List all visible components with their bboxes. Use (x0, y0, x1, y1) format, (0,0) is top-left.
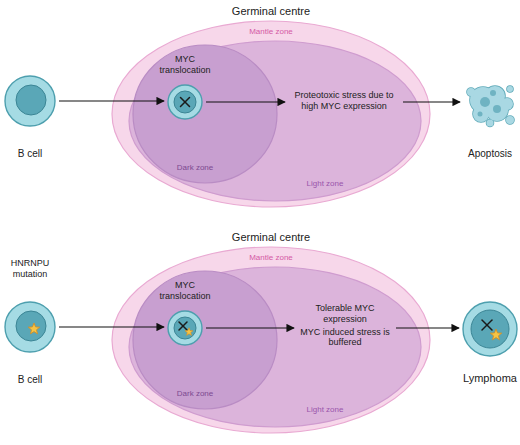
outcome-text-box: Proteotoxic stress due to high MYC expre… (288, 90, 400, 114)
zone-label: Light zone (285, 179, 365, 189)
cell-nucleus (471, 310, 509, 348)
apoptotic-fragment-outline (467, 88, 475, 96)
apoptotic-fragment (487, 120, 494, 127)
zone-label: Light zone (285, 405, 365, 415)
nuclear-fragment (480, 97, 490, 107)
dark-zone-ellipse-shape (133, 271, 277, 409)
mutation-star (185, 328, 193, 336)
apoptotic-fragment (467, 88, 475, 96)
germinal-centre: Germinal centreMantle zoneLight zoneDark… (111, 246, 431, 434)
mutation-star (490, 329, 501, 340)
apoptotic-fragment-outline (507, 86, 513, 92)
nuclear-fragment (478, 112, 483, 117)
nuclear-fragment (490, 90, 496, 96)
apoptotic-fragment (507, 86, 513, 92)
apoptotic-cell (463, 78, 517, 128)
panel-title: Germinal centre (171, 5, 371, 18)
zone-label: Mantle zone (221, 27, 321, 37)
light-zone: Light zoneDark zoneMYC translocationProt… (128, 40, 422, 202)
outcome-text-box: Tolerable MYC expressionMYC induced stre… (297, 303, 393, 349)
translocation-mark (179, 322, 187, 330)
light-zone-ellipse-shape (129, 41, 421, 201)
apoptotic-fragment (473, 106, 489, 122)
b-cell-drawing (4, 75, 56, 127)
germinal-centre: Germinal centreMantle zoneLight zoneDark… (111, 20, 431, 208)
cell-membrane (168, 311, 202, 345)
mutant-cell-drawing (4, 301, 56, 353)
apoptotic-fragment (501, 98, 513, 110)
cell-membrane (5, 302, 55, 352)
outcome-text: Tolerable MYC expression (297, 303, 393, 325)
light-zone-ellipse-shape (129, 267, 421, 427)
cell-label: B cell (4, 374, 56, 386)
lymphoma-cell-drawing (462, 301, 518, 357)
cell-membrane (5, 76, 55, 126)
translocation-mark (181, 98, 190, 107)
apoptotic-fragment-outline (487, 120, 494, 127)
mantle-zone-ellipse-shape (112, 21, 430, 207)
outcome-text: Proteotoxic stress due to high MYC expre… (288, 90, 400, 112)
mantle-zone-ellipse-shape (112, 247, 430, 433)
event-label: MYC translocation (150, 54, 220, 76)
cell-label: B cell (4, 148, 56, 160)
dark-zone: Dark zone MYC translocation (132, 270, 278, 410)
apoptotic-fragment-outline (473, 106, 489, 122)
translocation-mark (179, 322, 187, 330)
cell-membrane (168, 85, 202, 119)
translocation-mark (482, 320, 492, 330)
dark-zone-ellipse-shape (133, 45, 277, 183)
translocated-mutant-drawing (167, 310, 203, 346)
cell-label: Apoptosis (453, 148, 520, 160)
apoptotic-fragment (506, 116, 514, 124)
cell-nucleus (16, 85, 46, 115)
translocated-b-cell: MYC translocation (167, 84, 203, 120)
cell-membrane (463, 302, 517, 356)
b-cell: B cell (4, 75, 56, 127)
cell-nucleus (16, 311, 46, 341)
zone-label: Mantle zone (221, 253, 321, 263)
translocated-cell-drawing (167, 84, 203, 120)
translocated-mutant-cell: MYC translocation (167, 310, 203, 346)
lymphoma-cell: Lymphoma (462, 301, 518, 357)
light-zone: Light zoneDark zoneMYC translocationTole… (128, 266, 422, 428)
translocation-mark (482, 320, 492, 330)
dark-zone: Dark zone MYC translocation (132, 44, 278, 184)
mutation-star (28, 323, 39, 334)
cell-nucleus (174, 317, 196, 339)
zone-label: Dark zone (155, 163, 235, 173)
event-label: MYC translocation (150, 280, 220, 302)
mutation-label: HNRNPU mutation (0, 258, 65, 280)
panel-title: Germinal centre (171, 231, 371, 244)
cell-label: Lymphoma (452, 372, 520, 385)
outcome-text: MYC induced stress is buffered (297, 327, 393, 349)
apoptotic-fragment-outline (506, 116, 514, 124)
apoptotic-cell: Apoptosis (463, 78, 517, 128)
mutant-b-cell: HNRNPU mutationB cell (4, 301, 56, 353)
apoptotic-fragment-outline (501, 98, 513, 110)
zone-label: Dark zone (155, 389, 235, 399)
cell-nucleus (174, 91, 196, 113)
nuclear-fragment (493, 105, 501, 113)
translocation-mark (181, 98, 190, 107)
